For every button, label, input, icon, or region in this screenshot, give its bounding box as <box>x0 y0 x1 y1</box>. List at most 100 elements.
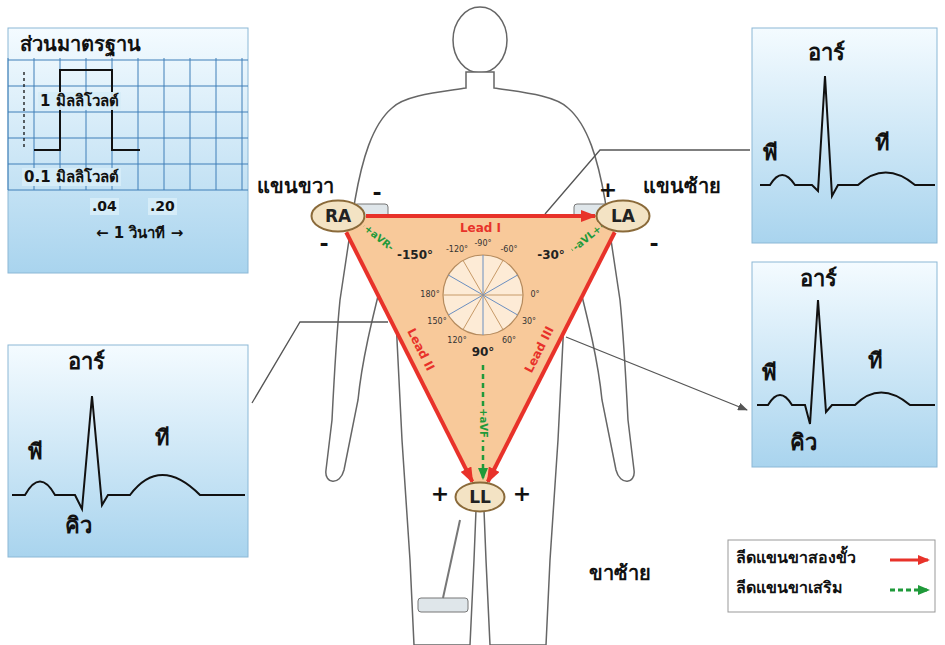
leader-lines <box>545 150 750 214</box>
ecg-panels <box>8 58 9 190</box>
ecg-panels <box>190 58 191 190</box>
panel-heading: ส่วนมาตรฐาน <box>20 32 141 56</box>
axis-wheel <box>443 255 523 335</box>
ecg-panels <box>242 58 243 190</box>
ecg-panels <box>8 190 248 191</box>
axis-angle: 180° <box>420 290 439 299</box>
axis-angle: -120° <box>446 245 468 254</box>
electrode-name: LA <box>611 206 635 226</box>
augmented-lead-lines <box>364 226 602 478</box>
body-figure <box>443 520 460 598</box>
wave-label: พี <box>763 140 778 166</box>
polarity-sign: - <box>372 180 381 205</box>
wave-label: .20 <box>148 198 177 215</box>
axis-angle: 0° <box>530 290 539 299</box>
ecg-panels <box>8 164 248 165</box>
ecg-panels <box>8 138 248 139</box>
polarity-sign: - <box>649 231 658 256</box>
ecg-panels <box>12 396 245 509</box>
axis-angle: 30° <box>522 317 536 326</box>
axis-wheel <box>483 295 484 335</box>
ecg-panels <box>8 345 248 557</box>
axis-angle: 90° <box>472 346 495 360</box>
ecg-panels <box>757 300 935 424</box>
ecg-panels <box>23 72 24 148</box>
ecg-panels <box>216 58 217 190</box>
electrode-outline <box>597 201 650 232</box>
axis-angle: -150° <box>397 249 433 263</box>
calibration-panel: ส่วนมาตรฐาน1 มิลลิโวลต์0.1 มิลลิโวลต์.04… <box>8 28 248 273</box>
ecg-panels <box>8 112 248 113</box>
augmented-lead-name: -aVL+ <box>569 222 605 254</box>
einthoven-triangle <box>338 216 623 497</box>
ecg-panels <box>8 28 248 273</box>
axis-wheel <box>443 255 523 335</box>
body-figure <box>453 7 507 73</box>
axis-wheel <box>483 275 518 295</box>
ecg-panels <box>8 28 937 557</box>
axis-angle: 60° <box>502 336 516 345</box>
body-figure <box>418 598 468 612</box>
axis-wheel <box>448 295 483 315</box>
wave-label: พี <box>762 360 777 386</box>
bipolar-lead-arrow <box>346 232 472 481</box>
axis-wheel <box>463 260 483 295</box>
electrode-name: RA <box>325 206 351 226</box>
legend-text: ลีดแขนขาสองขั้ว <box>736 549 856 567</box>
lead-name: Lead II <box>404 326 437 373</box>
electrode-outline <box>456 483 505 512</box>
ecg-panels <box>138 58 139 190</box>
ecg-panel: อาร์พี ที <box>752 28 937 243</box>
leader-lines <box>566 337 747 410</box>
ecg-panels <box>8 58 248 190</box>
body-figure <box>326 7 634 645</box>
axis-wheel <box>483 295 503 330</box>
ecg-panels <box>752 262 937 467</box>
wave-label: คิว <box>65 513 92 539</box>
axis-wheel <box>443 255 523 335</box>
leader-lines <box>252 322 388 403</box>
legend-box <box>890 589 928 592</box>
polarity-sign: + <box>513 481 531 506</box>
ecg-panel: อาร์พีทีคิว <box>8 345 248 557</box>
ecg-panels <box>34 70 140 150</box>
wave-label: ที <box>875 130 890 156</box>
legend-box <box>890 559 928 562</box>
ecg-panels <box>164 58 165 190</box>
ecg-panel: อาร์พี ทีคิว <box>752 262 937 467</box>
ecg-panels <box>8 86 248 87</box>
legend-box <box>728 540 935 612</box>
axis-wheel <box>483 255 484 295</box>
body-part-label: แขนซ้าย <box>643 175 721 198</box>
body-part-label: แขนขวา <box>257 175 334 198</box>
polarity-sign: - <box>319 231 328 256</box>
electrode-oval: RA <box>310 199 366 233</box>
lead-name: Lead I <box>460 222 501 236</box>
axis-angle: 150° <box>427 317 446 326</box>
axis-wheel <box>443 295 483 296</box>
wave-label: คิว <box>790 430 817 456</box>
wave-label: อาร์ <box>68 349 105 375</box>
electrode-outline <box>312 201 365 232</box>
polarity-sign: + <box>599 177 617 202</box>
lead-name: Lead III <box>523 324 558 375</box>
legend-text: ลีดแขนขาเสริม <box>736 579 843 597</box>
augmented-lead-name: +aVF <box>477 406 489 440</box>
axis-wheel <box>483 295 523 296</box>
polarity-sign: + <box>431 481 449 506</box>
wave-label: อาร์ <box>808 40 845 66</box>
wave-label: .04 <box>90 198 119 215</box>
axis-angle: -30° <box>537 249 565 263</box>
wave-label: 0.1 มิลลิโวลต์ <box>22 168 121 186</box>
ecg-panels <box>752 28 937 243</box>
body-part-label: ขาซ้าย <box>589 562 651 585</box>
ecg-panels <box>8 60 248 61</box>
wave-label: ที <box>868 348 883 374</box>
bipolar-lead-arrow <box>488 232 615 481</box>
wave-label: พี <box>28 439 43 465</box>
electrode-name: LL <box>469 487 491 507</box>
wave-label: อาร์ <box>800 266 837 292</box>
body-figure <box>326 72 634 645</box>
